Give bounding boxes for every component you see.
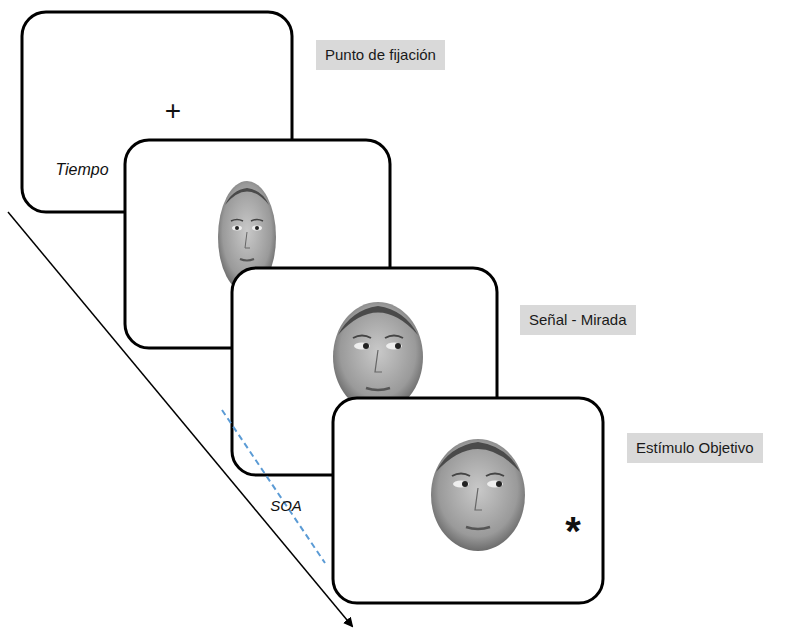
label-text: Señal - Mirada [529, 311, 627, 328]
screen-frame [333, 398, 603, 603]
label-box: Estímulo Objetivo [627, 433, 763, 463]
interval-label: SOA [270, 498, 302, 513]
label-box: Punto de fijación [316, 40, 445, 70]
soa-interval [222, 410, 325, 563]
face-gaze-right [333, 302, 423, 412]
label-text: Punto de fijación [325, 46, 436, 63]
target-asterisk: * [565, 511, 581, 551]
fixation-cross: + [165, 97, 181, 125]
label-text: Estímulo Objetivo [636, 439, 754, 456]
axis-label: Tiempo [55, 162, 108, 178]
face-gaze-right [431, 439, 525, 551]
label-box: Señal - Mirada [520, 305, 636, 335]
